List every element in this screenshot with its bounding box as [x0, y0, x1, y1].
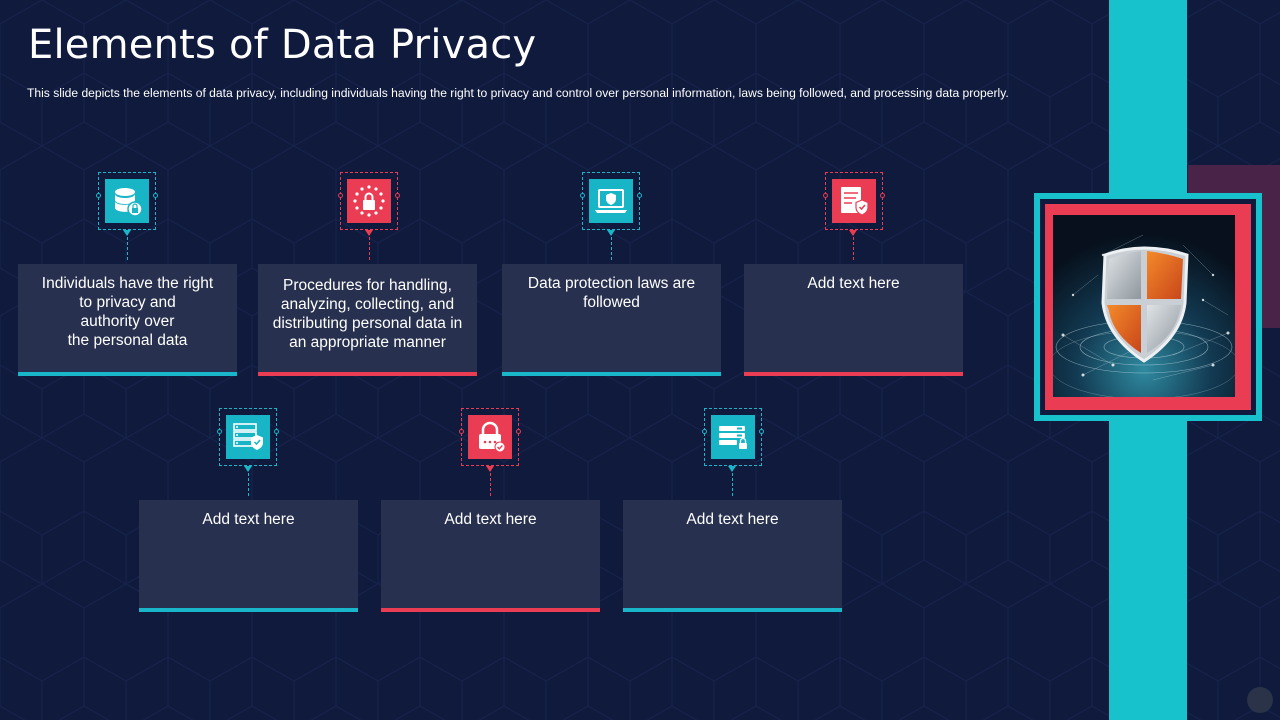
document-shield-icon [832, 179, 876, 223]
connector-arrow [486, 466, 494, 472]
icon-frame-3 [580, 172, 642, 230]
shield-globe-image [1053, 215, 1235, 397]
server-lock-icon [711, 415, 755, 459]
connector-line [490, 468, 491, 496]
connector-line [611, 232, 612, 260]
card-text: Procedures for handling,analyzing, colle… [272, 277, 463, 351]
element-card-6: Add text here [381, 500, 600, 612]
icon-frame-5 [217, 408, 279, 466]
card-text: Add text here [807, 275, 900, 292]
icon-frame-4 [823, 172, 885, 230]
laptop-shield-icon [589, 179, 633, 223]
eu-lock-icon [347, 179, 391, 223]
card-text: Add text here [202, 511, 295, 528]
page-subtitle: This slide depicts the elements of data … [27, 86, 1009, 100]
connector-line [732, 468, 733, 496]
connector-arrow [728, 466, 736, 472]
icon-frame-1 [96, 172, 158, 230]
database-lock-icon [105, 179, 149, 223]
corner-circle [1247, 687, 1273, 713]
element-card-4: Add text here [744, 264, 963, 376]
padlock-check-icon [468, 415, 512, 459]
connector-line [248, 468, 249, 496]
element-card-2: Procedures for handling,analyzing, colle… [258, 264, 477, 376]
connector-arrow [849, 230, 857, 236]
icon-frame-6 [459, 408, 521, 466]
connector-arrow [244, 466, 252, 472]
connector-line [369, 232, 370, 260]
server-shield-icon [226, 415, 270, 459]
connector-arrow [123, 230, 131, 236]
connector-arrow [607, 230, 615, 236]
card-text: Add text here [444, 511, 537, 528]
card-text: Add text here [686, 511, 779, 528]
connector-line [127, 232, 128, 260]
element-card-7: Add text here [623, 500, 842, 612]
connector-arrow [365, 230, 373, 236]
icon-frame-2 [338, 172, 400, 230]
connector-line [853, 232, 854, 260]
icon-frame-7 [702, 408, 764, 466]
page-title: Elements of Data Privacy [28, 22, 537, 68]
element-card-5: Add text here [139, 500, 358, 612]
